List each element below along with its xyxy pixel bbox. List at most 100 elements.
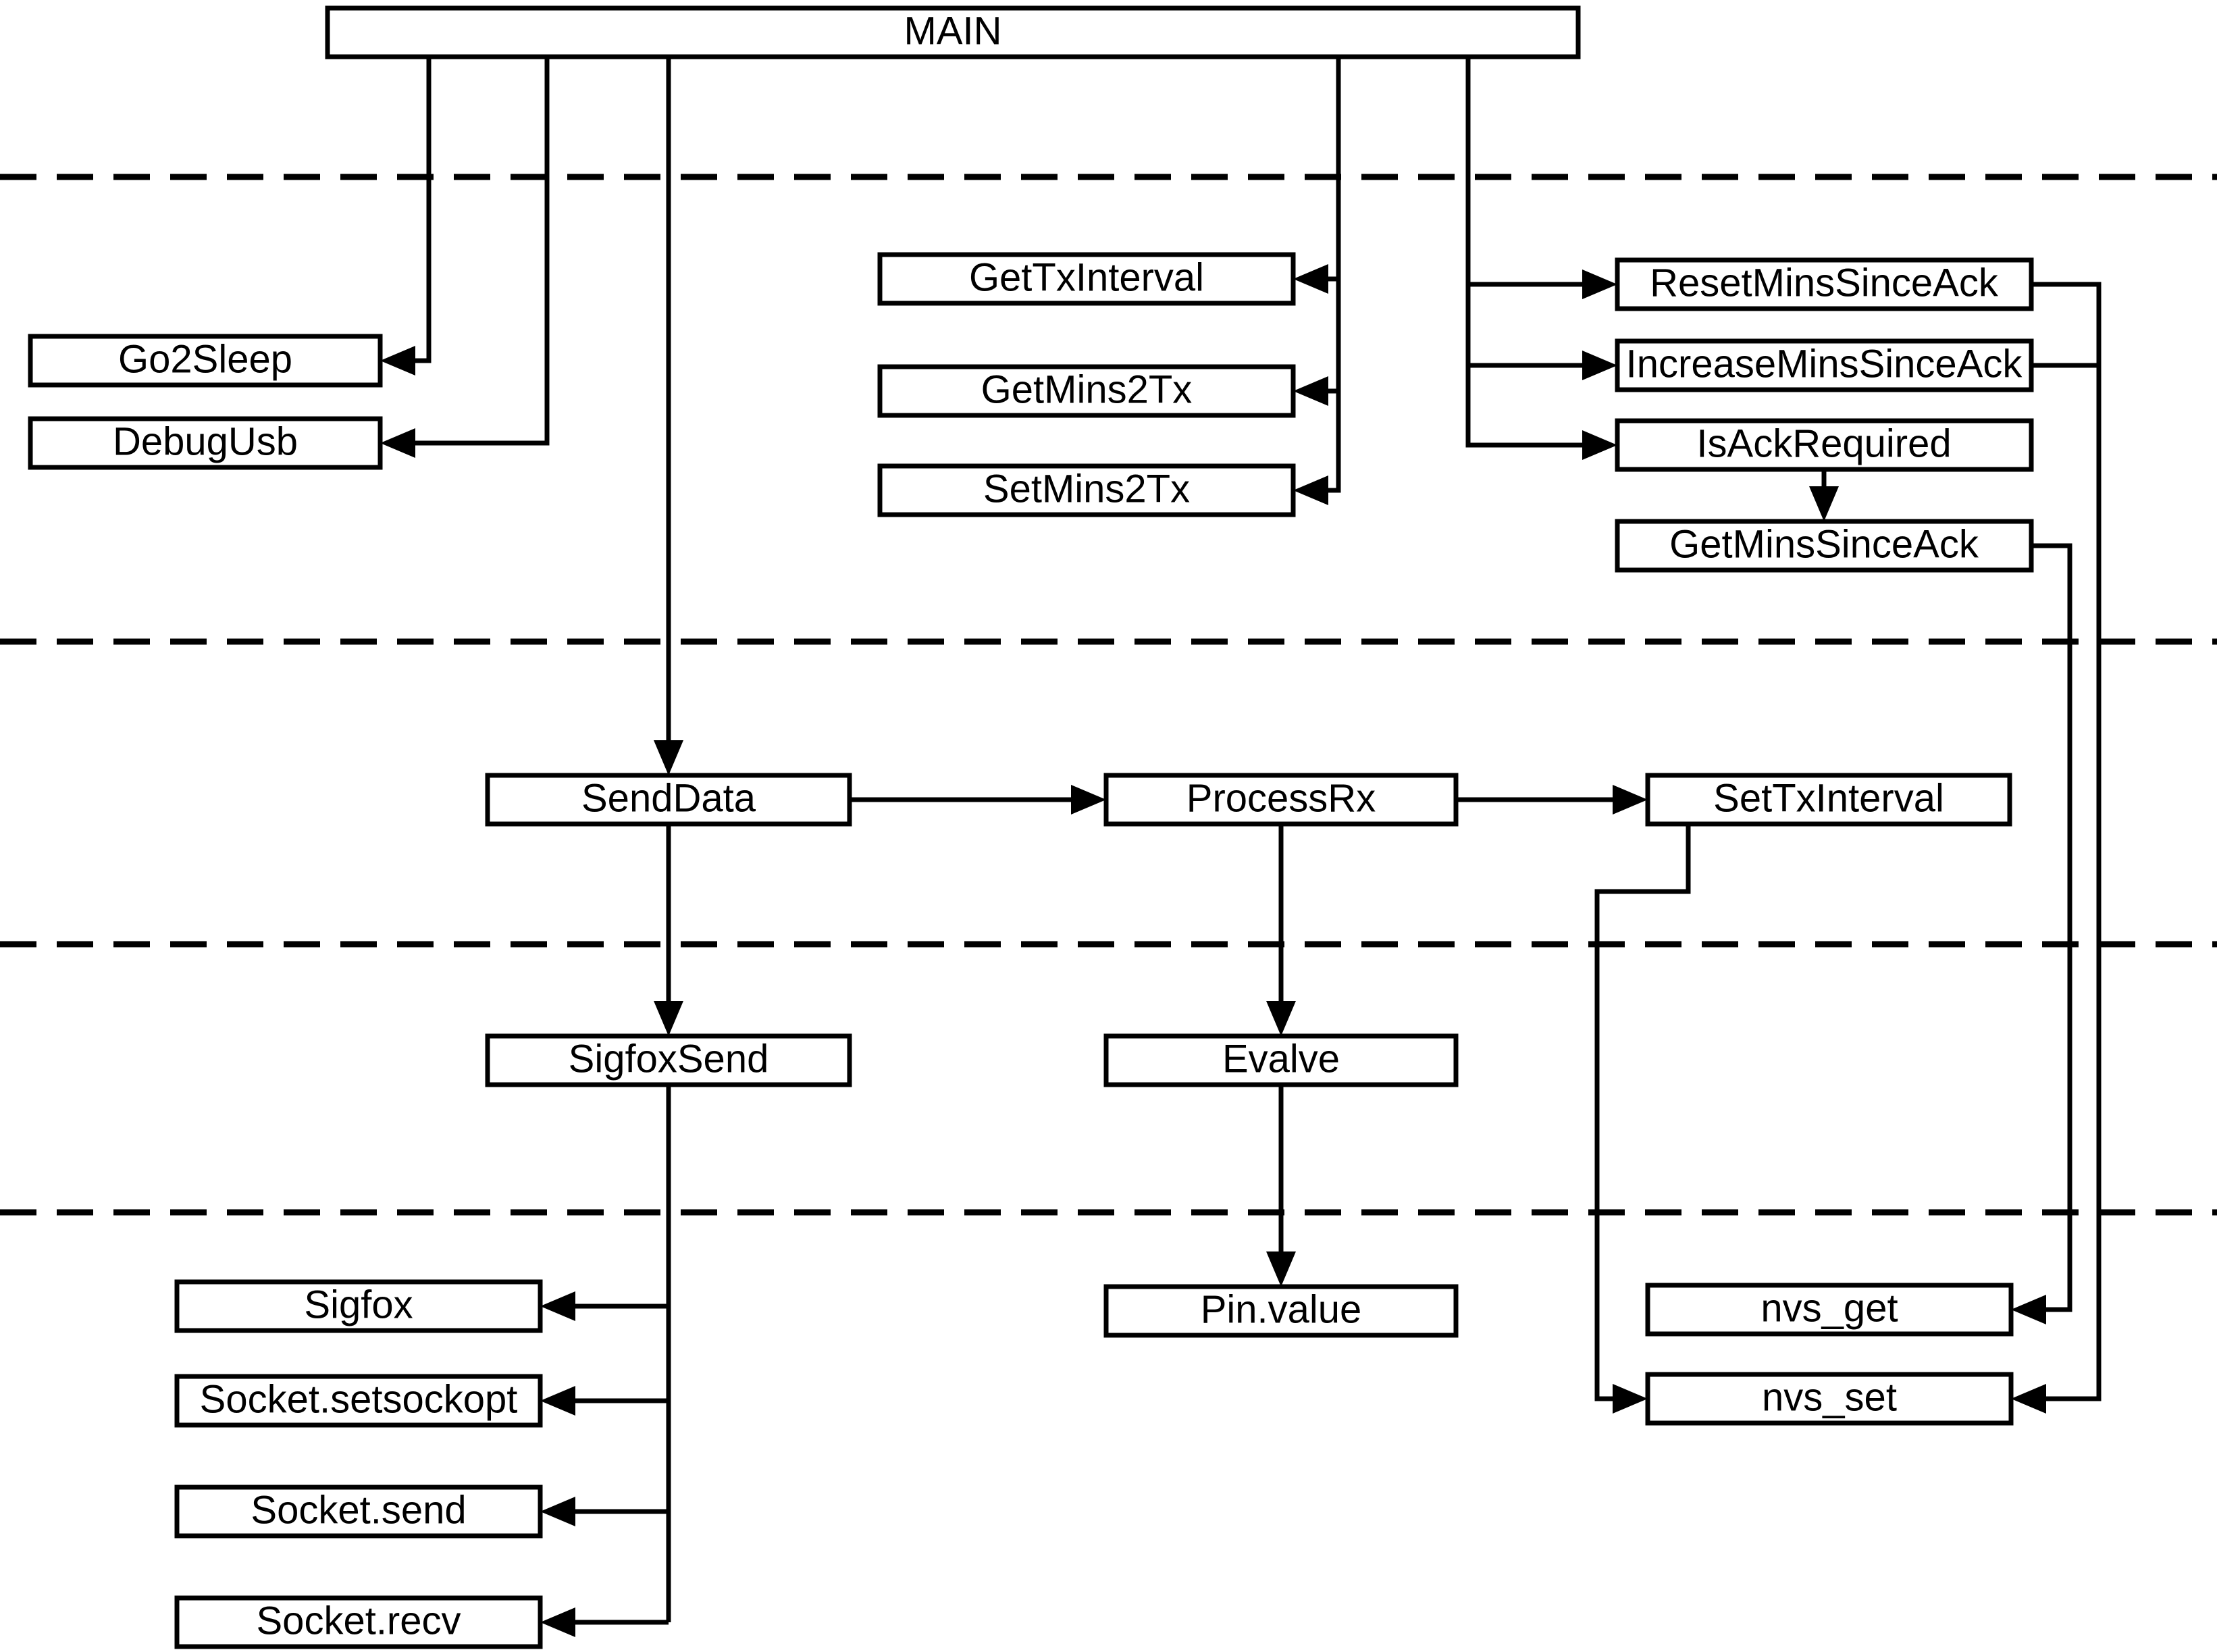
node-senddata[interactable]: SendData: [485, 773, 852, 827]
node-label-socket-setsockopt: Socket.setsockopt: [200, 1377, 518, 1421]
node-label-evalve: Evalve: [1222, 1037, 1340, 1081]
node-label-main: MAIN: [904, 9, 1002, 53]
node-label-senddata: SendData: [581, 776, 756, 820]
edge-main-to-gettxinterval: [1322, 57, 1341, 282]
node-box-socket-send[interactable]: [174, 1485, 543, 1539]
node-sigfoxsend[interactable]: SigfoxSend: [485, 1033, 852, 1087]
node-label-settxinterval: SetTxInterval: [1713, 776, 1944, 820]
arrowhead-main-to-debugusb: [380, 428, 415, 458]
node-main[interactable]: MAIN: [325, 5, 1581, 59]
node-label-isackrequired: IsAckRequired: [1696, 421, 1951, 465]
node-label-setmins2tx: SetMins2Tx: [983, 467, 1190, 511]
node-box-go2sleep[interactable]: [28, 334, 383, 388]
node-box-sigfoxsend[interactable]: [485, 1033, 852, 1087]
node-increaseminssinceack[interactable]: IncreaseMinsSinceAck: [1615, 338, 2034, 392]
node-gettxinterval[interactable]: GetTxInterval: [877, 252, 1296, 306]
edge-settxinterval-to-nvs_set: [1594, 824, 1691, 1401]
node-label-sigfox: Sigfox: [304, 1283, 413, 1326]
node-nvs-get[interactable]: nvs_get: [1645, 1283, 2014, 1337]
layer-dividers: [0, 174, 2217, 1216]
node-box-gettxinterval[interactable]: [877, 252, 1296, 306]
node-debugusb[interactable]: DebugUsb: [28, 416, 383, 470]
edge-main-to-debugusb: [409, 57, 550, 446]
node-socket-recv[interactable]: Socket.recv: [174, 1595, 543, 1649]
node-socket-send[interactable]: Socket.send: [174, 1485, 543, 1539]
node-box-nvs-get[interactable]: [1645, 1283, 2014, 1337]
arrowhead-main-to-setmins2tx: [1293, 475, 1328, 505]
node-label-getmins2tx: GetMins2Tx: [981, 367, 1193, 411]
arrowhead-getminssinceack-to-nvs_get: [2011, 1295, 2046, 1324]
node-isackrequired[interactable]: IsAckRequired: [1615, 418, 2034, 472]
edge-main-to-increaseminssinceack: [1465, 284, 1589, 368]
node-setmins2tx[interactable]: SetMins2Tx: [877, 463, 1296, 517]
node-getmins2tx[interactable]: GetMins2Tx: [877, 364, 1296, 418]
arrowhead-sigfoxsend-to-socketsend: [540, 1497, 575, 1526]
node-box-debugusb[interactable]: [28, 416, 383, 470]
node-label-socket-recv: Socket.recv: [257, 1599, 461, 1643]
node-processrx[interactable]: ProcessRx: [1103, 773, 1459, 827]
edge-main-to-go2sleep: [409, 57, 432, 363]
node-pinvalue[interactable]: Pin.value: [1103, 1284, 1459, 1338]
arrowhead-main-to-getmins2tx: [1293, 376, 1328, 406]
node-label-sigfoxsend: SigfoxSend: [569, 1037, 769, 1081]
edge-getminssinceack-to-nvs_get: [2031, 543, 2072, 1312]
node-box-evalve[interactable]: [1103, 1033, 1459, 1087]
node-box-socket-setsockopt[interactable]: [174, 1374, 543, 1428]
node-label-getminssinceack: GetMinsSinceAck: [1669, 522, 1979, 566]
edge-main-to-setmins2tx: [1322, 391, 1341, 493]
node-getminssinceack[interactable]: GetMinsSinceAck: [1615, 519, 2034, 573]
node-label-socket-send: Socket.send: [251, 1488, 466, 1532]
node-go2sleep[interactable]: Go2Sleep: [28, 334, 383, 388]
arrowhead-senddata-to-processrx: [1071, 785, 1106, 815]
arrowhead-sigfoxsend-to-socketsetsockopt: [540, 1386, 575, 1416]
node-box-senddata[interactable]: [485, 773, 852, 827]
node-box-sigfox[interactable]: [174, 1279, 543, 1333]
edge-main-to-resetminssinceack: [1465, 57, 1589, 287]
arrowhead-main-to-go2sleep: [380, 346, 415, 376]
node-box-setmins2tx[interactable]: [877, 463, 1296, 517]
node-box-pinvalue[interactable]: [1103, 1284, 1459, 1338]
arrowhead-evalve-to-pinvalue: [1266, 1251, 1296, 1287]
node-label-debugusb: DebugUsb: [113, 419, 298, 463]
node-box-processrx[interactable]: [1103, 773, 1459, 827]
arrowhead-main-to-increaseminssinceack: [1582, 351, 1617, 380]
node-settxinterval[interactable]: SetTxInterval: [1645, 773, 2012, 827]
node-label-gettxinterval: GetTxInterval: [969, 255, 1204, 299]
edge-main-to-isackrequired: [1465, 365, 1589, 448]
node-sigfox[interactable]: Sigfox: [174, 1279, 543, 1333]
arrowhead-main-to-resetminssinceack: [1582, 269, 1617, 299]
node-box-increaseminssinceack[interactable]: [1615, 338, 2034, 392]
node-box-getminssinceack[interactable]: [1615, 519, 2034, 573]
nodes: MAIN Go2Sleep DebugUsb GetTxInterval Get…: [28, 5, 2034, 1649]
arrowhead-sigfoxsend-to-sigfox: [540, 1291, 575, 1321]
node-box-isackrequired[interactable]: [1615, 418, 2034, 472]
arrowhead-settxinterval-to-nvs_set: [1613, 1384, 1648, 1414]
node-resetminssinceack[interactable]: ResetMinsSinceAck: [1615, 257, 2034, 311]
node-box-socket-recv[interactable]: [174, 1595, 543, 1649]
node-label-go2sleep: Go2Sleep: [118, 337, 292, 381]
arrowhead-processrx-to-evalve: [1266, 1001, 1296, 1036]
node-evalve[interactable]: Evalve: [1103, 1033, 1459, 1087]
arrowhead-sigfoxsend-to-socketrecv: [540, 1607, 575, 1637]
node-box-main[interactable]: [325, 5, 1581, 59]
node-label-nvs-set: nvs_set: [1762, 1375, 1897, 1419]
node-box-resetminssinceack[interactable]: [1615, 257, 2034, 311]
node-label-increaseminssinceack: IncreaseMinsSinceAck: [1626, 342, 2023, 386]
edge-resetminssinceack-to-nvs_set: [2031, 282, 2102, 1401]
edges: [380, 57, 2102, 1637]
arrowhead-main-to-isackrequired: [1582, 430, 1617, 460]
node-box-settxinterval[interactable]: [1645, 773, 2012, 827]
node-label-nvs-get: nvs_get: [1760, 1286, 1898, 1330]
node-box-getmins2tx[interactable]: [877, 364, 1296, 418]
node-socket-setsockopt[interactable]: Socket.setsockopt: [174, 1374, 543, 1428]
arrowhead-resetminssinceack-to-nvs_set: [2011, 1384, 2046, 1414]
node-box-nvs-set[interactable]: [1645, 1372, 2014, 1426]
node-label-resetminssinceack: ResetMinsSinceAck: [1650, 261, 1999, 305]
arrowhead-processrx-to-settxinterval: [1613, 785, 1648, 815]
arrowhead-isackrequired-to-getminssinceack: [1809, 486, 1839, 521]
node-nvs-set[interactable]: nvs_set: [1645, 1372, 2014, 1426]
arrowhead-main-to-senddata: [654, 740, 683, 775]
node-label-pinvalue: Pin.value: [1201, 1287, 1362, 1331]
